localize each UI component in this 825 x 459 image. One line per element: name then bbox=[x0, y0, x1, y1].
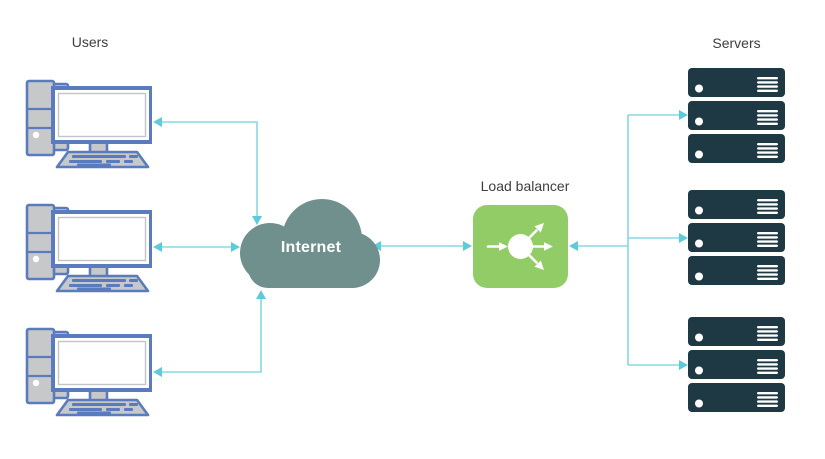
user-computer-icon-2[interactable] bbox=[24, 202, 152, 294]
internet-cloud-node[interactable]: Internet bbox=[240, 197, 382, 288]
server-icon[interactable] bbox=[688, 223, 785, 252]
load-balancer-label: Load balancer bbox=[480, 178, 570, 194]
load-balancer-icon bbox=[486, 223, 553, 270]
servers-label: Servers bbox=[712, 35, 761, 51]
server-icon[interactable] bbox=[688, 256, 785, 285]
server-icon[interactable] bbox=[688, 134, 785, 163]
users-label: Users bbox=[71, 34, 109, 50]
connector-computer2-internet bbox=[153, 242, 240, 252]
user-computer-icon-1[interactable] bbox=[24, 78, 152, 170]
cloud-icon bbox=[240, 199, 380, 288]
server-icon[interactable] bbox=[688, 101, 785, 130]
load-balancer-node[interactable] bbox=[473, 205, 568, 288]
server-icon[interactable] bbox=[688, 68, 785, 97]
server-icon[interactable] bbox=[688, 317, 785, 346]
connector-computer1-internet bbox=[153, 117, 262, 225]
connector-computer3-internet bbox=[153, 290, 266, 377]
server-icon[interactable] bbox=[688, 383, 785, 412]
server-icon[interactable] bbox=[688, 190, 785, 219]
server-icon[interactable] bbox=[688, 350, 785, 379]
user-computer-icon-3[interactable] bbox=[24, 326, 152, 418]
connector-internet-loadbalancer bbox=[372, 241, 472, 251]
internet-label: Internet bbox=[280, 239, 342, 256]
connector-loadbalancer-servers bbox=[569, 110, 688, 370]
